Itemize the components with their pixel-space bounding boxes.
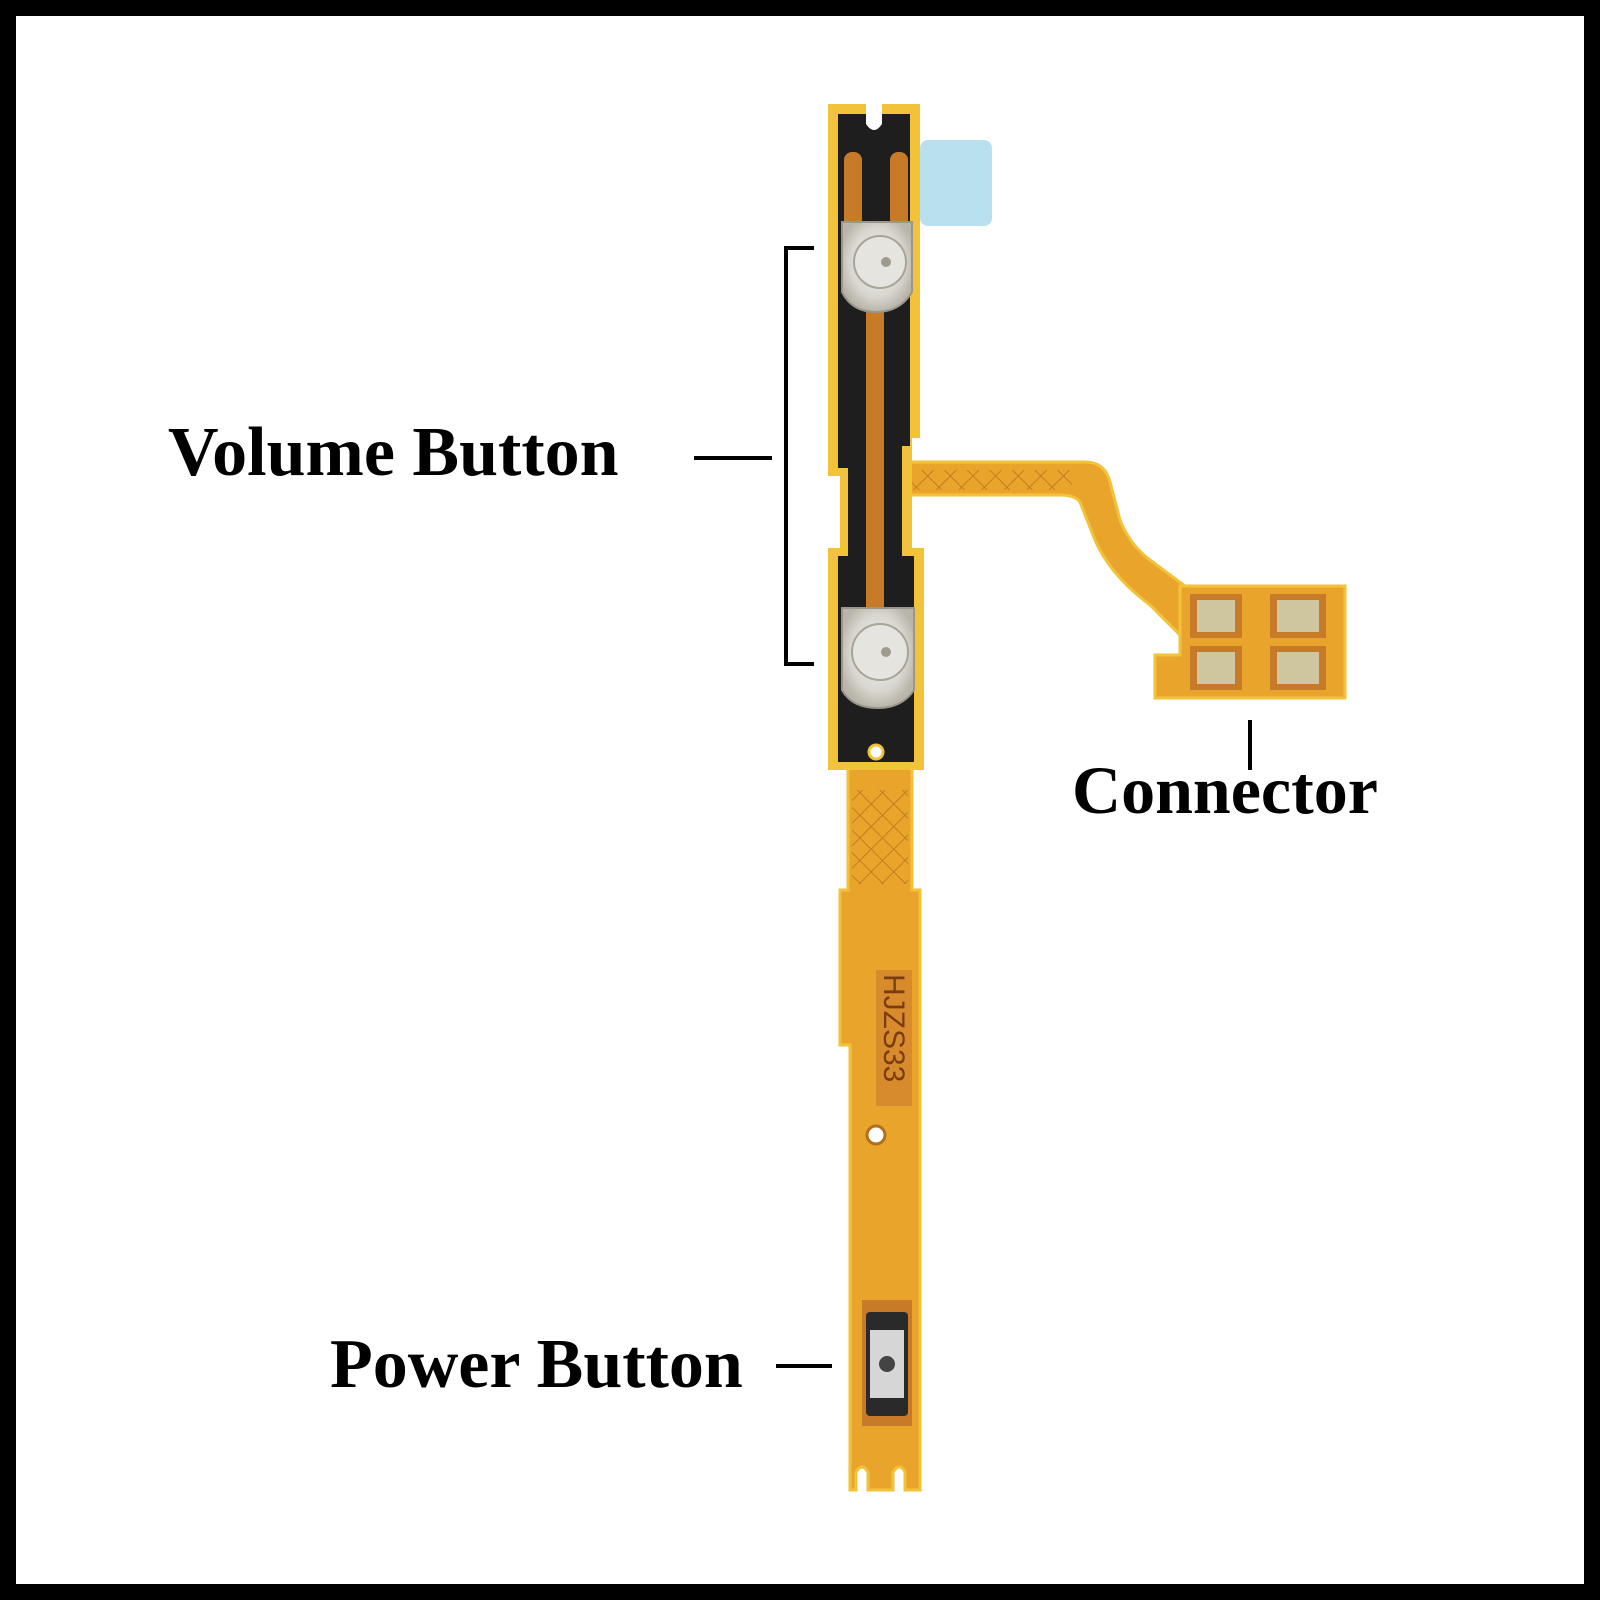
volume-down-dome [841,607,915,710]
power-switch [862,1300,912,1426]
internal-traces [844,152,908,620]
connector-pads [1190,594,1326,690]
flex-arm [903,460,1187,644]
volume-bracket [784,246,814,666]
power-button-label: Power Button [330,1326,743,1403]
blue-tape [920,140,992,226]
volume-button-label: Volume Button [168,414,619,491]
white-canvas [16,16,1584,1584]
flex-arm-mesh [912,470,1072,490]
mounting-hole [865,1124,887,1146]
connector-label: Connector [1072,752,1378,828]
bottom-hole [867,743,885,761]
top-notch [866,104,882,130]
volume-up-dome [841,221,913,314]
pcb-marking: HJZS33 [876,970,912,1106]
lower-flex-mesh [852,790,908,884]
pcb-marking-text: HJZS33 [877,974,910,1082]
